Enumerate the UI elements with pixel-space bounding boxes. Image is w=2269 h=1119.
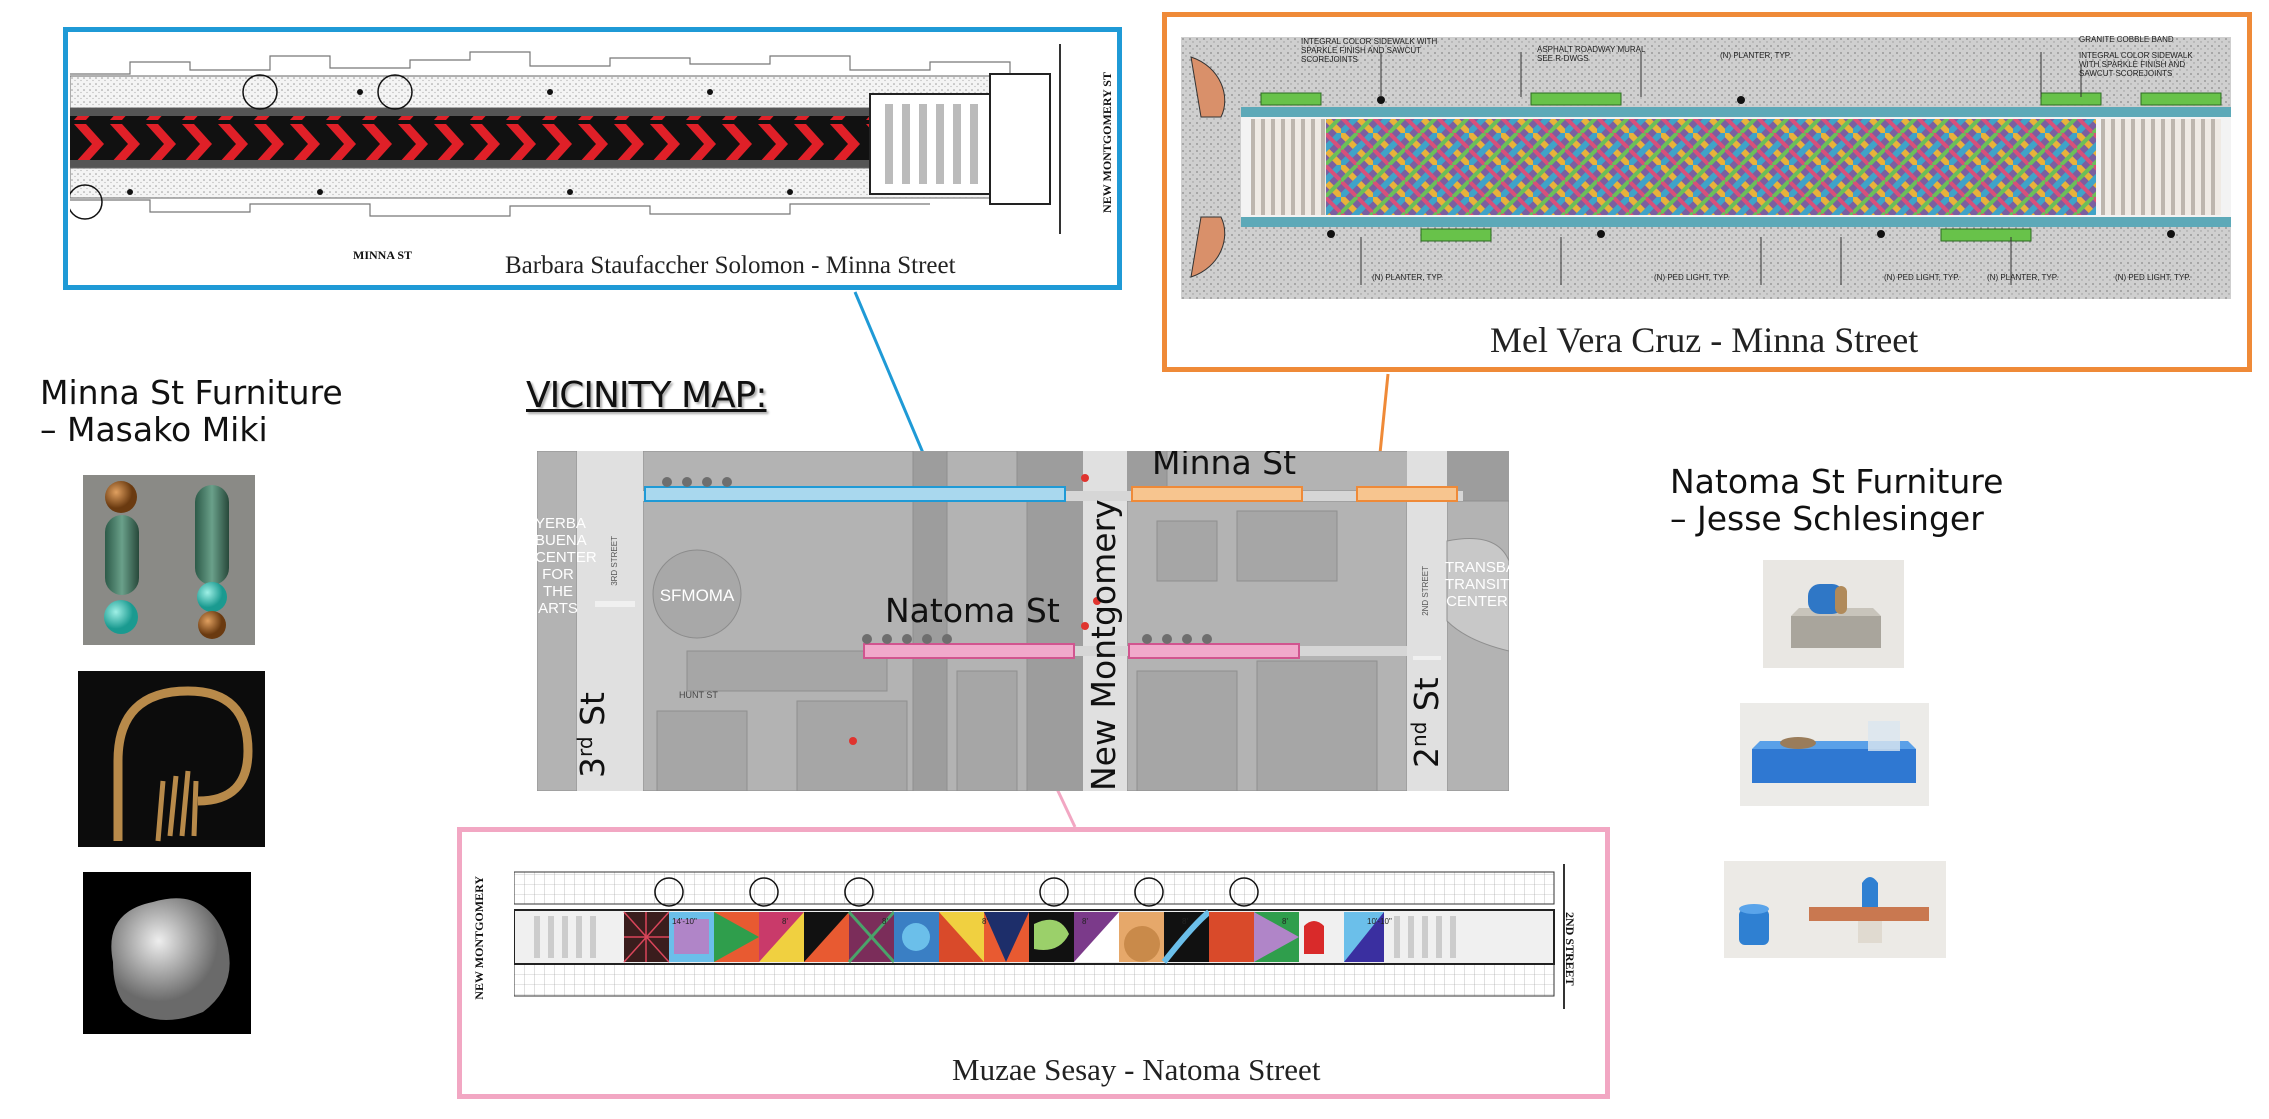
miki-seat-drawing <box>111 898 230 1020</box>
schlesinger-beam-photo <box>1740 703 1929 806</box>
miki-bench-photo <box>78 671 265 847</box>
miki-bollard-drawing <box>104 481 229 639</box>
map-label-second-st-sup: nd <box>1407 721 1431 747</box>
map-label-new-montgomery: New Montgomery <box>1084 499 1123 791</box>
vera-cruz-note-top-2: ASPHALT ROADWAY MURAL SEE R-DWGS <box>1537 45 1646 63</box>
vera-cruz-note-top-1: INTEGRAL COLOR SIDEWALK WITH SPARKLE FIN… <box>1301 37 1438 64</box>
miki-title-line2: – Masako Miki <box>40 410 268 449</box>
solomon-plan-drawing <box>70 34 1115 254</box>
sesay-right-label: 2ND STREET <box>1563 912 1577 986</box>
schlesinger-title-line2: – Jesse Schlesinger <box>1670 499 1984 538</box>
map-label-sfmoma: SFMOMA <box>659 586 735 605</box>
map-label-third-st: 3rd St <box>565 692 613 778</box>
map-label-second-st-num: 2 <box>1407 747 1446 768</box>
map-label-third-st-sup: rd <box>573 736 597 757</box>
vera-cruz-note-bottom-1: (N) PLANTER, TYP. <box>1372 273 1444 282</box>
sesay-dimension-2: 8' <box>782 917 788 926</box>
vera-cruz-note-top-4: GRANITE COBBLE BAND <box>2079 35 2174 44</box>
minna-east-strip <box>1356 486 1458 502</box>
map-label-minna: Minna St <box>1152 451 1297 482</box>
vera-cruz-note-top-3: (N) PLANTER, TYP. <box>1720 51 1792 60</box>
map-label-hunt-st: HUNT ST <box>679 690 718 700</box>
schlesinger-beam-drawing <box>1752 721 1916 783</box>
schlesinger-title: Natoma St Furniture – Jesse Schlesinger <box>1670 463 2003 537</box>
map-label-third-st-num: 3 <box>573 757 612 778</box>
solomon-panel: MINNA ST NEW MONTGOMERY ST Barbara Stauf… <box>63 27 1122 290</box>
sesay-left-label: NEW MONTGOMERY <box>472 876 486 1000</box>
schlesinger-block-drawing <box>1791 584 1881 648</box>
miki-title: Minna St Furniture – Masako Miki <box>40 374 343 448</box>
natoma-east-strip <box>1128 643 1300 659</box>
minna-middle-strip <box>1131 486 1303 502</box>
sesay-dimension-1: 14'-10" <box>672 917 697 926</box>
solomon-caption: Barbara Staufaccher Solomon - Minna Stre… <box>505 252 956 279</box>
sesay-plan-drawing <box>514 854 1574 1019</box>
map-label-transbay: TRANSBAY TRANSIT CENTER <box>1445 559 1509 610</box>
minna-west-strip <box>644 486 1066 502</box>
vera-cruz-note-top-5: INTEGRAL COLOR SIDEWALK WITH SPARKLE FIN… <box>2079 51 2193 78</box>
map-label-natoma: Natoma St <box>885 591 1060 630</box>
vicinity-map-title: VICINITY MAP: <box>526 375 767 416</box>
schlesinger-title-line1: Natoma St Furniture <box>1670 462 2004 501</box>
map-label-third-street-small: 3RD STREET <box>610 536 619 586</box>
sesay-dimension-8: 10'-10" <box>1367 917 1392 926</box>
vera-cruz-caption: Mel Vera Cruz - Minna Street <box>1490 320 1919 360</box>
schlesinger-seesaw-photo <box>1724 861 1946 958</box>
sesay-caption: Muzae Sesay - Natoma Street <box>952 1052 1321 1087</box>
sesay-dimension-3: 8' <box>882 917 888 926</box>
vicinity-map-drawing <box>537 451 1509 791</box>
map-label-second-st: 2nd St <box>1399 677 1447 768</box>
schlesinger-block-photo <box>1763 560 1904 668</box>
sesay-panel: NEW MONTGOMERY 2ND STREET 14'-10" 8' 8' … <box>457 827 1610 1099</box>
vera-cruz-note-bottom-5: (N) PED LIGHT, TYP. <box>2115 273 2191 282</box>
vera-cruz-plan-drawing <box>1181 37 2231 299</box>
map-label-yerba-buena: YERBA BUENA CENTER FOR THE ARTS <box>537 515 597 617</box>
vera-cruz-note-bottom-3: (N) PED LIGHT, TYP. <box>1884 273 1960 282</box>
miki-title-line1: Minna St Furniture <box>40 373 343 412</box>
vicinity-map: Minna St Natoma St New Montgomery 3rd St… <box>537 451 1509 791</box>
sesay-dimension-5: 8' <box>1082 917 1088 926</box>
miki-bench-drawing <box>113 686 253 842</box>
sesay-dimension-7: 8' <box>1282 917 1288 926</box>
sesay-dimension-4: 8' <box>982 917 988 926</box>
vera-cruz-note-bottom-4: (N) PLANTER, TYP. <box>1987 273 2059 282</box>
vera-cruz-note-bottom-2: (N) PED LIGHT, TYP. <box>1654 273 1730 282</box>
schlesinger-seesaw-drawing <box>1739 877 1929 945</box>
miki-seat-photo <box>83 872 251 1034</box>
map-label-second-st-word: St <box>1407 677 1446 722</box>
map-label-second-street-small: 2ND STREET <box>1421 566 1430 616</box>
map-label-third-st-word: St <box>573 692 612 737</box>
miki-bollard-photo <box>83 475 255 645</box>
natoma-west-strip <box>863 643 1075 659</box>
sesay-dimension-6: 8' <box>1182 917 1188 926</box>
solomon-street-label: MINNA ST <box>353 248 413 262</box>
vera-cruz-panel: INTEGRAL COLOR SIDEWALK WITH SPARKLE FIN… <box>1162 12 2252 372</box>
